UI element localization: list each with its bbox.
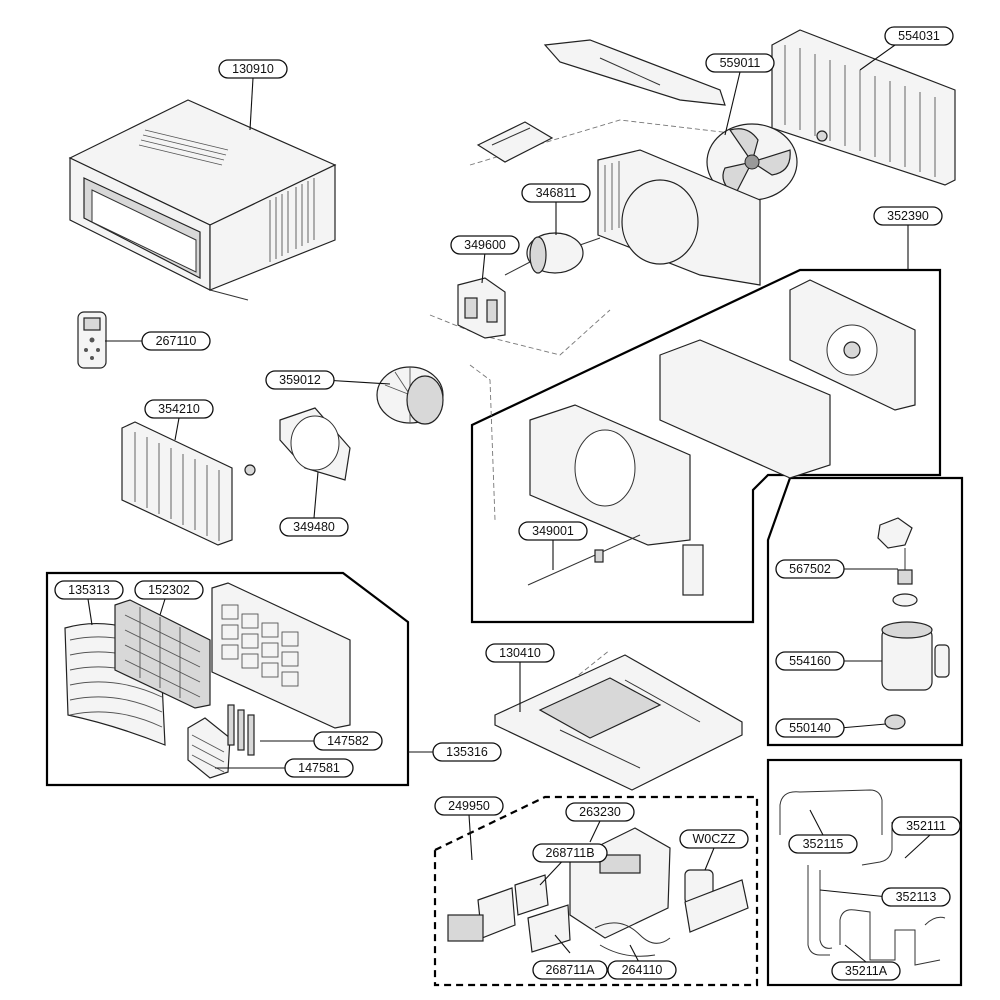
part-number-tube-discharge: 352115 bbox=[803, 837, 844, 851]
evaporator-coil-part bbox=[121, 421, 256, 546]
part-label-cabinet: 130910 bbox=[218, 59, 288, 79]
part-number-tube-assembly: 35211A bbox=[845, 964, 888, 978]
part-number-remote-control: 267110 bbox=[156, 334, 197, 348]
part-number-pcb-display: 268711B bbox=[545, 846, 594, 860]
louver-grille-part bbox=[187, 717, 231, 779]
part-number-tube-suction: 352111 bbox=[906, 819, 946, 833]
part-label-tube-discharge: 352115 bbox=[788, 834, 858, 854]
part-number-tube-capillary: 352113 bbox=[896, 890, 937, 904]
part-label-pcb-cover: 263230 bbox=[565, 802, 635, 822]
part-number-control-box: 249950 bbox=[448, 799, 490, 813]
part-number-wire-harness: 264110 bbox=[622, 963, 663, 977]
part-label-louver-set: 147582 bbox=[313, 731, 383, 751]
part-label-motor-mount: 349600 bbox=[450, 235, 520, 255]
base-pan-part bbox=[494, 654, 743, 791]
leader-lines bbox=[87, 44, 931, 969]
part-label-blower-assembly: 352390 bbox=[873, 206, 943, 226]
part-number-air-filter: 152302 bbox=[148, 583, 190, 597]
part-number-fan-motor: 346811 bbox=[536, 186, 577, 200]
part-label-capacitor: W0CZZ bbox=[679, 829, 749, 849]
part-number-pcb-main: 268711A bbox=[545, 963, 595, 977]
part-number-compressor: 554160 bbox=[789, 654, 831, 668]
blower-wheel-part bbox=[376, 366, 444, 425]
part-number-evaporator-coil: 354210 bbox=[158, 402, 200, 416]
group-outline-tubing bbox=[766, 758, 963, 987]
part-number-condenser-coil: 554031 bbox=[898, 29, 940, 43]
part-label-base-pan: 130410 bbox=[485, 643, 555, 663]
part-number-air-guide-rod: 349001 bbox=[532, 524, 574, 538]
part-number-fan-shroud-top: 559011 bbox=[720, 56, 761, 70]
assembly-path-fan bbox=[429, 309, 611, 356]
part-label-compressor: 554160 bbox=[775, 651, 845, 671]
part-number-base-pan: 130410 bbox=[499, 646, 541, 660]
part-label-front-grille: 135313 bbox=[54, 580, 124, 600]
part-label-tube-assembly: 35211A bbox=[831, 961, 901, 981]
compressor-part bbox=[877, 517, 950, 730]
part-label-tube-capillary: 352113 bbox=[881, 887, 951, 907]
louver-set-part bbox=[227, 704, 255, 756]
motor-mount-part bbox=[457, 277, 506, 339]
part-label-orifice-ring: 349480 bbox=[279, 517, 349, 537]
remote-control-part bbox=[77, 311, 107, 369]
part-label-remote-control: 267110 bbox=[141, 331, 211, 351]
top-bracket-part bbox=[543, 39, 726, 106]
group-outline-blower-assembly bbox=[470, 268, 942, 624]
front-frame-part bbox=[211, 582, 351, 729]
part-label-evaporator-coil: 354210 bbox=[144, 399, 214, 419]
part-number-compressor-accessory: 567502 bbox=[789, 562, 831, 576]
part-number-louver-set: 147582 bbox=[327, 734, 369, 748]
part-label-compressor-grommet: 550140 bbox=[775, 718, 845, 738]
group-outline-control-box bbox=[433, 795, 759, 987]
part-label-front-panel-assembly: 135316 bbox=[432, 742, 502, 762]
part-number-compressor-grommet: 550140 bbox=[789, 721, 831, 735]
part-label-fan-motor: 346811 bbox=[521, 183, 591, 203]
part-number-blower-assembly: 352390 bbox=[887, 209, 929, 223]
group-outline-front-panel bbox=[45, 571, 410, 787]
part-label-fan-shroud-top: 559011 bbox=[705, 53, 775, 73]
part-label-compressor-accessory: 567502 bbox=[775, 559, 845, 579]
part-number-orifice-ring: 349480 bbox=[293, 520, 335, 534]
blower-housing-part bbox=[527, 279, 916, 596]
part-label-pcb-display: 268711B bbox=[532, 843, 608, 863]
group-outline-compressor bbox=[766, 476, 964, 747]
orifice-ring-part bbox=[279, 407, 351, 481]
part-number-front-grille: 135313 bbox=[68, 583, 110, 597]
part-label-blower-wheel: 359012 bbox=[265, 370, 335, 390]
assembly-path-blower bbox=[469, 364, 496, 521]
part-label-louver-grille: 147581 bbox=[284, 758, 354, 778]
air-filter-part bbox=[114, 599, 211, 709]
part-number-motor-mount: 349600 bbox=[464, 238, 506, 252]
cabinet-part bbox=[68, 99, 337, 301]
part-label-pcb-main: 268711A bbox=[532, 960, 608, 980]
fan-mount-pad-part bbox=[476, 121, 554, 163]
part-number-cabinet: 130910 bbox=[232, 62, 274, 76]
part-number-pcb-cover: 263230 bbox=[579, 805, 621, 819]
part-label-control-box: 249950 bbox=[434, 796, 504, 816]
part-label-condenser-coil: 554031 bbox=[884, 26, 954, 46]
part-label-tube-suction: 352111 bbox=[891, 816, 961, 836]
part-number-front-panel-assembly: 135316 bbox=[446, 745, 488, 759]
condenser-coil-part bbox=[771, 29, 956, 186]
part-label-wire-harness: 264110 bbox=[607, 960, 677, 980]
part-label-air-filter: 152302 bbox=[134, 580, 204, 600]
fan-shroud-part bbox=[597, 149, 761, 286]
part-number-louver-grille: 147581 bbox=[298, 761, 340, 775]
refrigerant-tubing-part bbox=[779, 789, 946, 966]
part-number-blower-wheel: 359012 bbox=[279, 373, 321, 387]
part-number-capacitor: W0CZZ bbox=[692, 832, 735, 846]
fan-motor-part bbox=[504, 232, 601, 276]
part-label-air-guide-rod: 349001 bbox=[518, 521, 588, 541]
